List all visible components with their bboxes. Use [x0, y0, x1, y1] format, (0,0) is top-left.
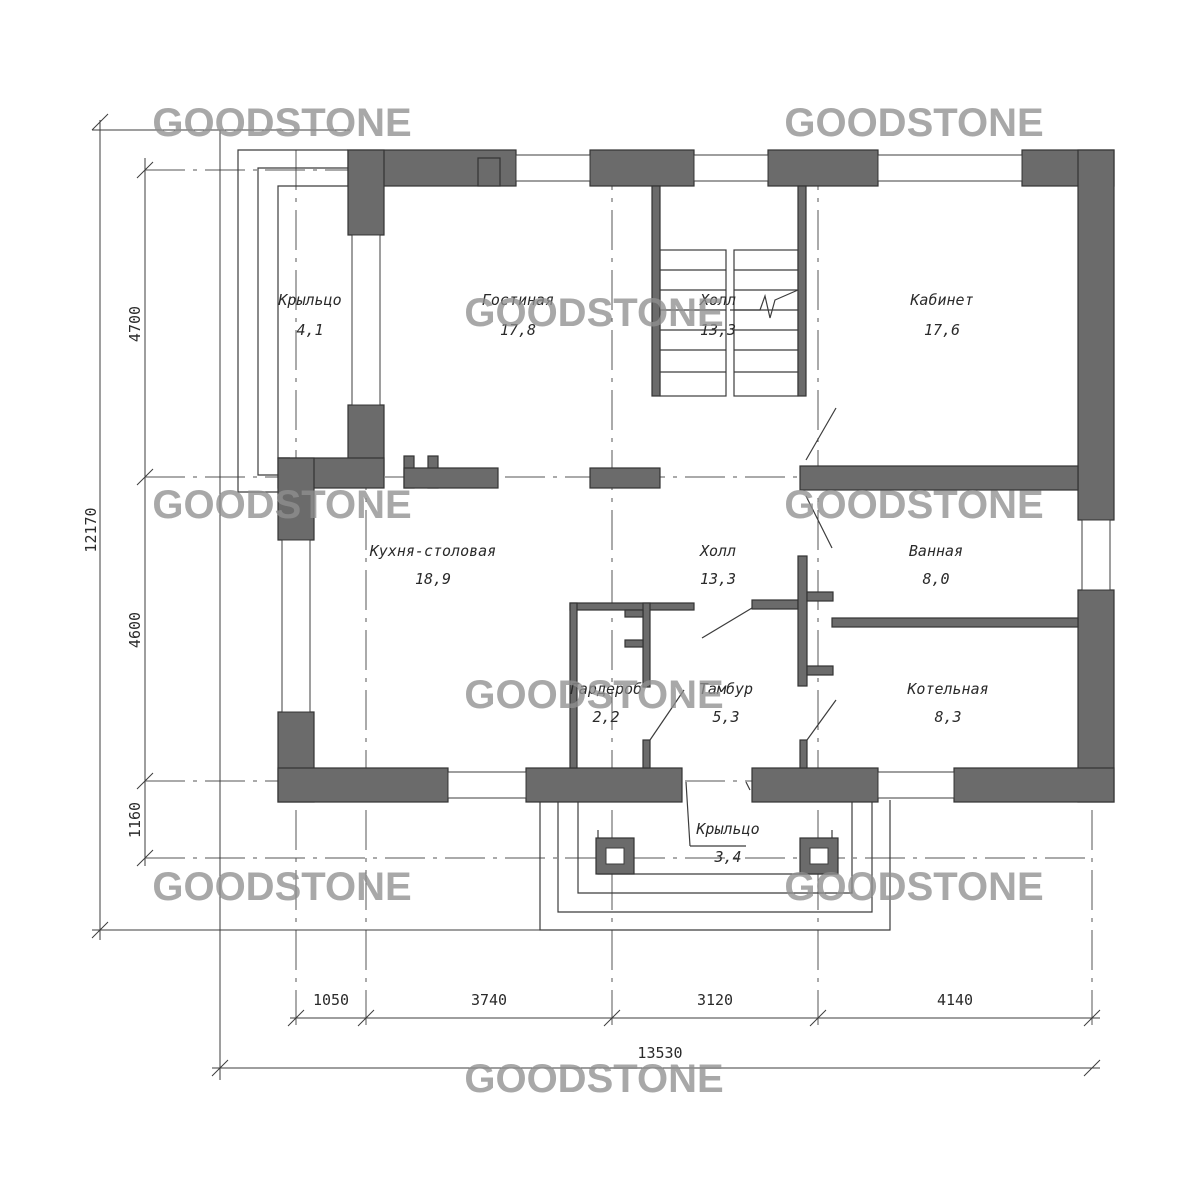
room-name: Гостиная [482, 291, 554, 309]
watermark: GOODSTONE [784, 101, 1043, 145]
room-area: 8,0 [922, 570, 949, 588]
room-area: 3,4 [713, 848, 741, 866]
dim-total-horizontal: 13530 [637, 1044, 682, 1062]
dim-vertical-1: 4700 [126, 306, 144, 342]
room-area: 4,1 [296, 321, 323, 339]
exterior-walls [277, 149, 1115, 803]
room-label-living-room: Гостиная 17,8 [482, 291, 554, 339]
room-label-hall-lower: Холл 13,3 [699, 542, 736, 588]
door-swings [649, 407, 837, 847]
dim-horizontal-1: 1050 [313, 991, 349, 1009]
room-name: Кабинет [909, 291, 973, 309]
room-name: Холл [699, 291, 736, 309]
room-name: Кухня-столовая [369, 542, 496, 560]
staircase [659, 249, 799, 397]
room-label-study: Кабинет 17,6 [909, 291, 973, 339]
dim-vertical-2: 4600 [126, 612, 144, 648]
porch-columns [595, 837, 839, 875]
watermark: GOODSTONE [152, 483, 411, 527]
room-label-wardrobe: Гардероб 2,2 [570, 680, 642, 726]
room-label-porch-left: Крыльцо 4,1 [277, 291, 341, 339]
room-label-kitchen: Кухня-столовая 18,9 [369, 542, 496, 588]
watermark: GOODSTONE [152, 101, 411, 145]
dim-horizontal-4: 4140 [937, 991, 973, 1009]
watermark: GOODSTONE [464, 673, 723, 717]
room-label-boiler-room: Котельная 8,3 [906, 680, 988, 726]
room-area: 2,2 [592, 708, 619, 726]
interior-walls [403, 157, 1079, 769]
room-area: 18,9 [415, 570, 451, 588]
dim-total-vertical: 12170 [82, 507, 100, 552]
watermark: GOODSTONE [784, 865, 1043, 909]
dim-horizontal-3: 3120 [697, 991, 733, 1009]
left-porch-outline [237, 149, 348, 493]
room-name: Крыльцо [277, 291, 341, 309]
room-area: 17,6 [924, 321, 960, 339]
room-area: 17,8 [500, 321, 536, 339]
room-area: 13,3 [700, 570, 736, 588]
room-area: 5,3 [712, 708, 739, 726]
watermark: GOODSTONE [152, 865, 411, 909]
room-name: Холл [699, 542, 736, 560]
room-label-bathroom: Ванная 8,0 [909, 542, 963, 588]
room-name: Ванная [909, 542, 963, 560]
room-area: 8,3 [934, 708, 961, 726]
room-name: Тамбур [699, 680, 753, 698]
dim-vertical-3: 1160 [126, 802, 144, 838]
dimension-lines [91, 113, 1101, 1080]
room-label-vestibule: Тамбур 5,3 [699, 680, 753, 726]
watermark: GOODSTONE [784, 483, 1043, 527]
watermarks: GOODSTONE GOODSTONE GOODSTONE GOODSTONE … [152, 101, 1043, 1101]
room-label-porch-front: Крыльцо 3,4 [695, 820, 759, 866]
room-label-hall-upper: Холл 13,3 [699, 291, 736, 339]
room-area: 13,3 [700, 321, 736, 339]
watermark: GOODSTONE [464, 291, 723, 335]
room-name: Крыльцо [695, 820, 759, 838]
room-name: Гардероб [570, 680, 642, 698]
room-name: Котельная [906, 680, 988, 698]
dim-horizontal-2: 3740 [471, 991, 507, 1009]
watermark: GOODSTONE [464, 1057, 723, 1101]
windows [281, 154, 1111, 799]
